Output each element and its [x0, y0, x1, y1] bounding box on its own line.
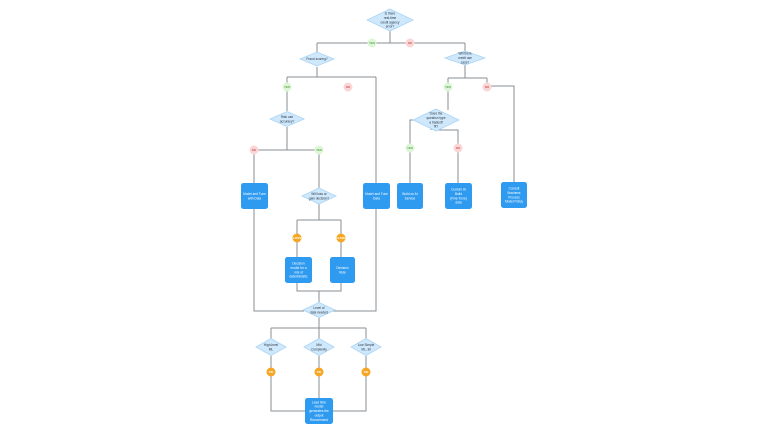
badge-tie-1: [266, 367, 276, 377]
badge-tie-3: [361, 367, 371, 377]
badge-tradeoff-yes: [405, 143, 415, 153]
badge-tradeoff-no-label: NO: [456, 146, 461, 150]
decision-root[interactable]: [366, 8, 414, 32]
action-decision-rule[interactable]: [330, 257, 355, 283]
badge-credit-no: [482, 82, 492, 92]
connector-line: [270, 356, 305, 412]
badge-risk-yes: [314, 145, 324, 155]
connector-line: [296, 283, 342, 292]
badge-risk-no: [249, 145, 259, 155]
badge-fraud-yes-label: YES: [284, 85, 290, 89]
connector-line: [333, 209, 377, 312]
action-model-tune-data[interactable]: [241, 183, 268, 209]
badge-credit-no-label: NO: [485, 85, 490, 89]
decision-low-simple[interactable]: [350, 338, 382, 356]
badge-tie-3-label: TIE: [364, 370, 369, 374]
decision-risk-accuracy[interactable]: [269, 111, 305, 127]
badge-gain: [336, 233, 346, 243]
action-ai-service[interactable]: [397, 183, 423, 209]
connector-line: [409, 119, 432, 183]
badge-credit-yes: [443, 82, 453, 92]
badge-tradeoff-yes-label: YES: [407, 146, 413, 150]
connector-line: [486, 78, 515, 182]
decision-high-level[interactable]: [255, 338, 287, 356]
connector-line: [333, 356, 367, 412]
badge-tie-2: [314, 367, 324, 377]
decision-fraud-scoring[interactable]: [298, 51, 336, 67]
badge-root-yes: [367, 38, 377, 48]
decision-mid-complexity[interactable]: [303, 338, 335, 356]
badge-loss: [292, 233, 302, 243]
decision-data-level[interactable]: [302, 302, 336, 318]
badge-credit-yes-label: YES: [445, 85, 451, 89]
action-final-recommend[interactable]: [305, 398, 333, 424]
connector-line: [253, 209, 304, 312]
badge-fraud-no-label: NO: [346, 85, 351, 89]
action-consult-bpm[interactable]: [501, 182, 527, 208]
decision-tradeoff-fit[interactable]: [412, 108, 460, 132]
badge-loss-label: LOSS: [293, 236, 301, 240]
action-model-tune[interactable]: [363, 183, 390, 209]
badge-fraud-no: [343, 82, 353, 92]
action-decision-model[interactable]: [285, 257, 312, 283]
badge-root-no-label: NO: [408, 41, 413, 45]
badge-risk-no-label: NO: [252, 148, 257, 152]
badge-fraud-yes: [282, 82, 292, 92]
action-custom-ai-build[interactable]: [445, 183, 472, 209]
badge-risk-yes-label: YES: [316, 148, 322, 152]
badge-gain-label: GAIN: [337, 236, 345, 240]
decision-loss-or-gain[interactable]: [301, 187, 337, 205]
decision-credit-use-case[interactable]: [443, 50, 487, 66]
connector-line: [436, 129, 459, 183]
badge-root-yes-label: YES: [369, 41, 375, 45]
badge-root-no: [405, 38, 415, 48]
badge-tie-2-label: TIE: [317, 370, 322, 374]
decision-fraud-scoring-label: Fraud scoring?: [306, 57, 327, 61]
badge-tradeoff-no: [453, 143, 463, 153]
badge-tie-1-label: TIE: [269, 370, 274, 374]
